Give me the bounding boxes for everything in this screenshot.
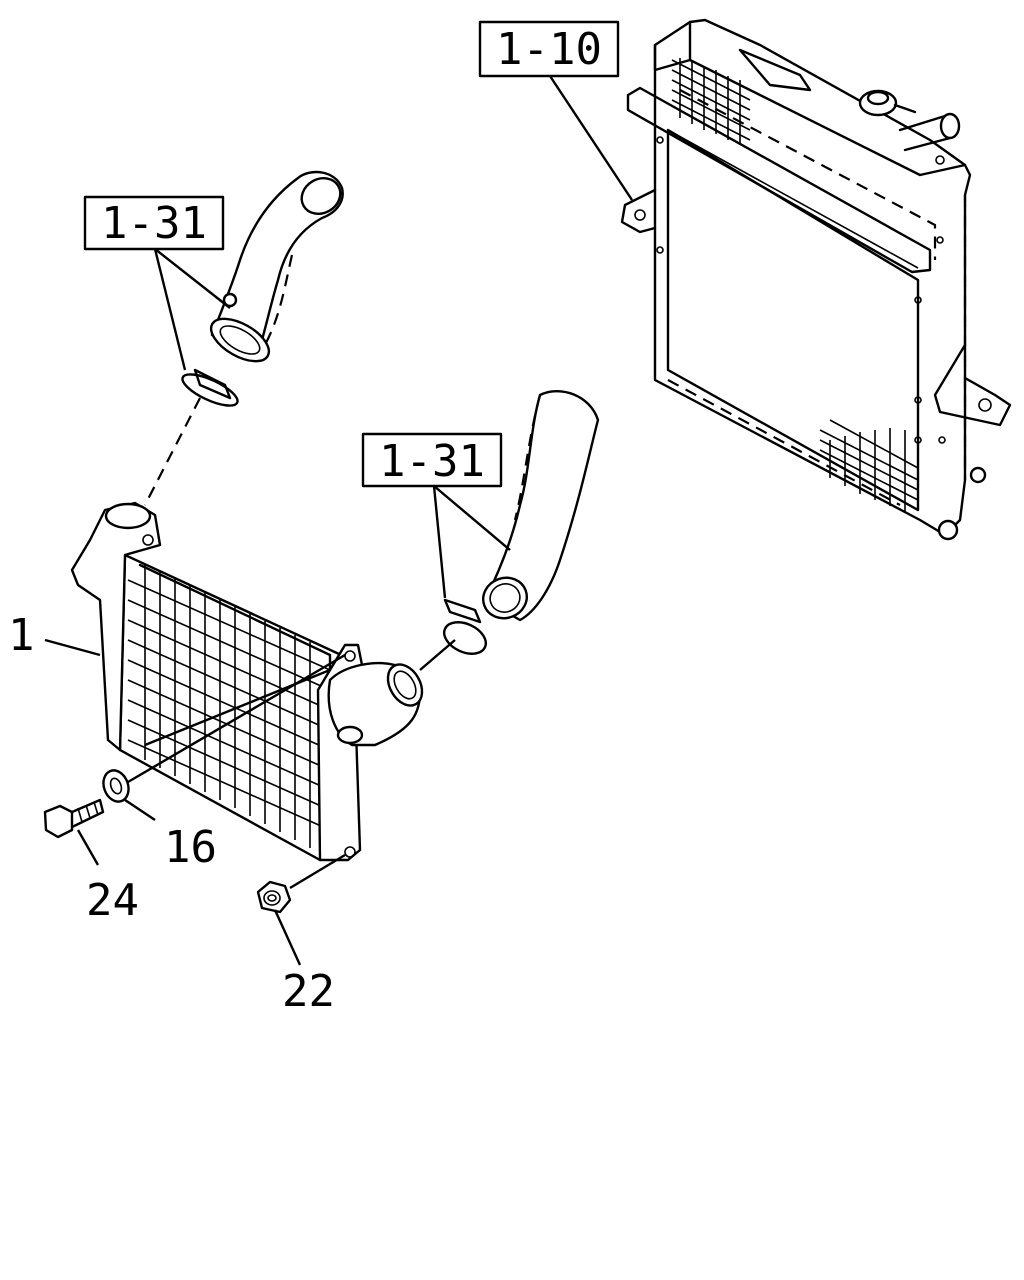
radiator-callout-label: 1-10 [496,24,602,75]
intercooler-callout: 1 [8,610,101,661]
washer-callout-label: 16 [164,822,217,873]
washer [102,769,130,803]
radiator [620,18,1012,541]
lower-hose-callout-label: 1-31 [379,436,485,487]
radiator-callout: 1-10 [478,20,634,201]
nut [256,880,292,914]
upper-hose-callout: 1-31 [83,195,231,371]
upper-intake-hose [209,170,344,363]
nut-to-mount-line [289,853,346,890]
washer-to-mount-line [127,653,346,784]
intercooler-callout-label: 1 [8,610,35,661]
cooler-cross-line [144,668,331,747]
nut-callout-label: 22 [282,966,335,1017]
lower-hose-callout: 1-31 [361,432,511,599]
nut-callout: 22 [273,909,335,1017]
bolt [43,798,105,839]
upper-hose-clamp [181,292,239,407]
bolt-callout-label: 24 [86,875,139,926]
lower-hose-clamp [443,598,487,655]
lower-hose-to-outlet-line [419,639,456,671]
intercooler [70,501,424,862]
upper-hose-to-cooler-line [144,397,201,506]
bolt-callout: 24 [76,829,139,926]
washer-callout: 16 [124,799,217,873]
lower-intake-hose [482,390,600,622]
upper-hose-callout-label: 1-31 [101,198,207,249]
